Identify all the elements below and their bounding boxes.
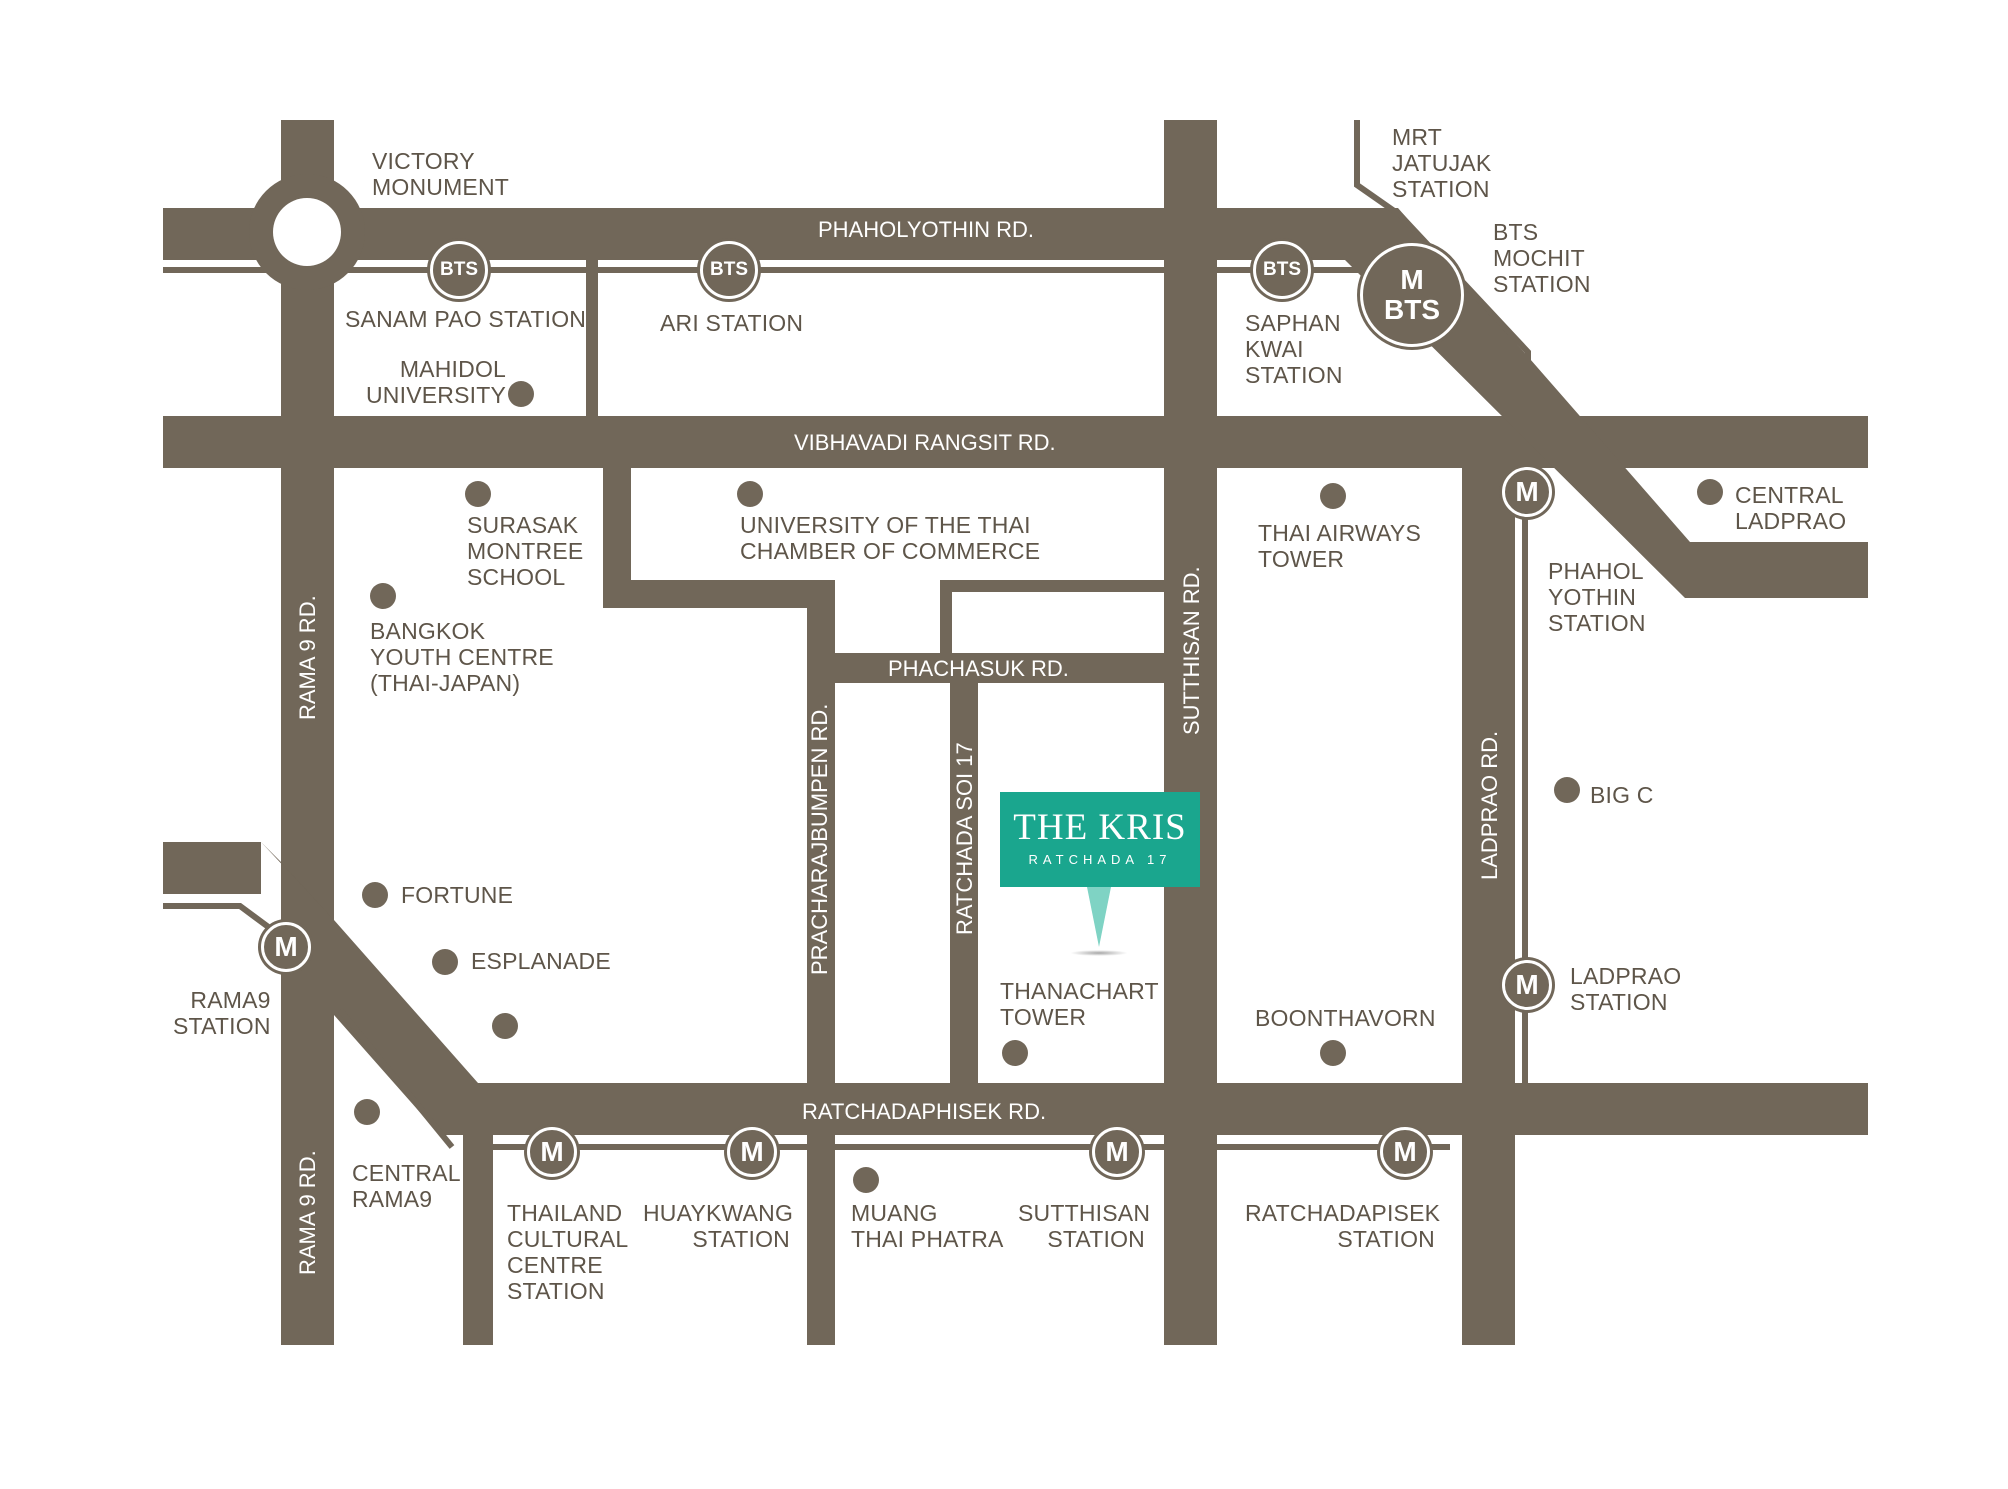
- mrt-badge-phahol-yothin: M: [1502, 467, 1552, 517]
- road-label-sutthisan: SUTTHISAN RD.: [1179, 566, 1204, 735]
- label-big-c: BIG C: [1590, 782, 1654, 808]
- label-bangkok-youth: BANGKOK YOUTH CENTRE (THAI-JAPAN): [370, 618, 554, 696]
- landmark-dot-boonthavorn: [1320, 1040, 1346, 1066]
- label-mrt-jatujak: MRT JATUJAK STATION: [1392, 124, 1492, 202]
- label-utcc: UNIVERSITY OF THE THAI CHAMBER OF COMMER…: [740, 512, 1041, 564]
- bts-badge-ari: BTS: [700, 241, 758, 299]
- label-thailand-cultural: THAILAND CULTURAL CENTRE STATION: [507, 1200, 629, 1304]
- landmark-dot-fortune: [362, 882, 388, 908]
- landmark-dot-central-ladprao: [1697, 479, 1723, 505]
- landmark-dot-utcc: [737, 481, 763, 507]
- road-label-phaholyothin: PHAHOLYOTHIN RD.: [818, 217, 1034, 242]
- road-ladprao: [1462, 468, 1515, 1345]
- road-label-pracharajbumpen: PRACHARAJBUMPEN RD.: [807, 703, 832, 975]
- road-pracharajbumpen: [807, 580, 835, 1345]
- mrt-badge-sutthisan: M: [1092, 1127, 1142, 1177]
- label-bts-mochit: BTS MOCHIT STATION: [1493, 219, 1591, 297]
- label-ladprao-station: LADPRAO STATION: [1570, 963, 1682, 1015]
- road-label-phachasuk: PHACHASUK RD.: [888, 656, 1069, 681]
- road-phachasuk: [835, 653, 1164, 683]
- label-saphan-kwai: SAPHAN KWAI STATION: [1245, 310, 1343, 388]
- label-phahol-yothin: PHAHOL YOTHIN STATION: [1548, 558, 1646, 636]
- mrt-bts-badge-mochit: M BTS: [1360, 243, 1464, 347]
- project-sign[interactable]: THE KRIS RATCHADA 17: [1000, 792, 1200, 887]
- label-fortune: FORTUNE: [401, 882, 514, 908]
- bts-badge-saphan-kwai: BTS: [1253, 241, 1311, 299]
- mrt-badge-ratchadapisek: M: [1380, 1127, 1430, 1177]
- label-esplanade: ESPLANADE: [471, 948, 611, 974]
- road-phachasuk-stub: [940, 580, 952, 653]
- label-thanachart: THANACHART TOWER: [1000, 978, 1159, 1030]
- road-diagonal-ladprao: [1345, 208, 1868, 598]
- road-diagonal-rama9: [261, 842, 478, 1135]
- landmark-dot-bangkok-youth: [370, 583, 396, 609]
- road-phachasuk-top: [940, 580, 1164, 592]
- landmark-dot-big-c: [1554, 777, 1580, 803]
- location-pin-icon: [1087, 887, 1111, 947]
- label-ratchadapisek-station: RATCHADAPISEK STATION: [1245, 1200, 1441, 1252]
- label-central-rama9: CENTRAL RAMA9: [352, 1160, 461, 1212]
- road-label-rama9-lower: RAMA 9 RD.: [295, 1150, 320, 1275]
- label-victory-monument: VICTORY MONUMENT: [372, 148, 510, 200]
- landmark-dot-thai-airways: [1320, 483, 1346, 509]
- road-rama9: [281, 120, 334, 1345]
- project-name: THE KRIS: [1013, 807, 1187, 848]
- label-surasak: SURASAK MONTREE SCHOOL: [467, 512, 584, 590]
- road-ratchada-soi17: [950, 683, 978, 1083]
- road-label-ladprao: LADPRAO RD.: [1477, 730, 1502, 880]
- mrt-line-rama9-diag: [337, 1008, 455, 1149]
- landmark-dot-mahidol: [508, 381, 534, 407]
- combo-badge-bts: BTS: [1384, 294, 1440, 325]
- road-connector-ari: [586, 260, 598, 416]
- combo-badge-m: M: [1400, 264, 1424, 295]
- mrt-badge-thailand-cultural: M: [527, 1127, 577, 1177]
- label-huaykwang: HUAYKWANG STATION: [643, 1200, 794, 1252]
- mrt-badge-rama9: M: [261, 922, 311, 972]
- landmark-dot-muang-thai: [853, 1167, 879, 1193]
- label-sutthisan-station: SUTTHISAN STATION: [1018, 1200, 1151, 1252]
- mrt-line-jatujak: [1354, 120, 1531, 416]
- landmark-dot-central-rama9: [354, 1099, 380, 1125]
- label-thai-airways: THAI AIRWAYS TOWER: [1258, 520, 1422, 572]
- mrt-badge-huaykwang: M: [727, 1127, 777, 1177]
- road-rama9-west: [163, 842, 261, 894]
- label-mahidol: MAHIDOL UNIVERSITY: [366, 356, 507, 408]
- label-central-ladprao: CENTRAL LADPRAO: [1735, 482, 1847, 534]
- label-rama9-station: RAMA9 STATION: [173, 987, 271, 1039]
- road-label-ratchada-soi17: RATCHADA SOI 17: [952, 742, 977, 935]
- label-muang-thai: MUANG THAI PHATRA: [851, 1200, 1004, 1252]
- road-label-vibhavadi: VIBHAVADI RANGSIT RD.: [794, 430, 1056, 455]
- label-sanam-pao: SANAM PAO STATION: [345, 306, 587, 332]
- landmark-dot-esplanade: [432, 949, 458, 975]
- road-thai-cultural: [463, 1135, 493, 1345]
- roundabout-center: [273, 198, 341, 266]
- label-boonthavorn: BOONTHAVORN: [1255, 1005, 1436, 1031]
- label-ari: ARI STATION: [660, 310, 804, 336]
- pin-shadow: [1070, 950, 1128, 956]
- road-label-rama9-upper: RAMA 9 RD.: [295, 595, 320, 720]
- mrt-badge-ladprao: M: [1502, 960, 1552, 1010]
- landmark-dot-surasak: [465, 481, 491, 507]
- road-sutthisan: [1164, 120, 1217, 1345]
- landmark-dot-thanachart: [1002, 1040, 1028, 1066]
- project-subtitle: RATCHADA 17: [1028, 852, 1172, 867]
- road-utcc-bottom: [603, 580, 835, 608]
- road-label-ratchadaphisek: RATCHADAPHISEK RD.: [802, 1099, 1047, 1124]
- bts-badge-sanam-pao: BTS: [430, 241, 488, 299]
- landmark-dot-unnamed: [492, 1013, 518, 1039]
